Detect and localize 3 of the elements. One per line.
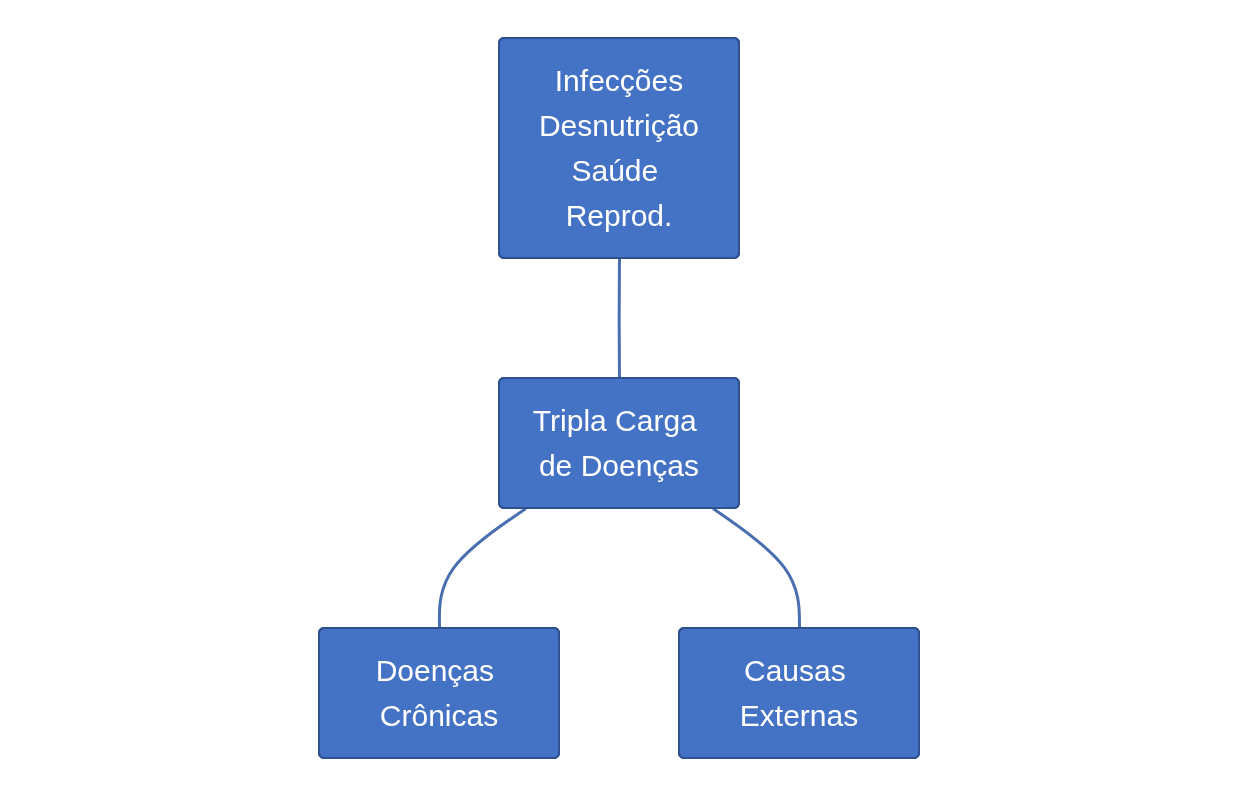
connector <box>437 507 527 629</box>
connector <box>711 507 801 629</box>
connector <box>617 258 621 379</box>
